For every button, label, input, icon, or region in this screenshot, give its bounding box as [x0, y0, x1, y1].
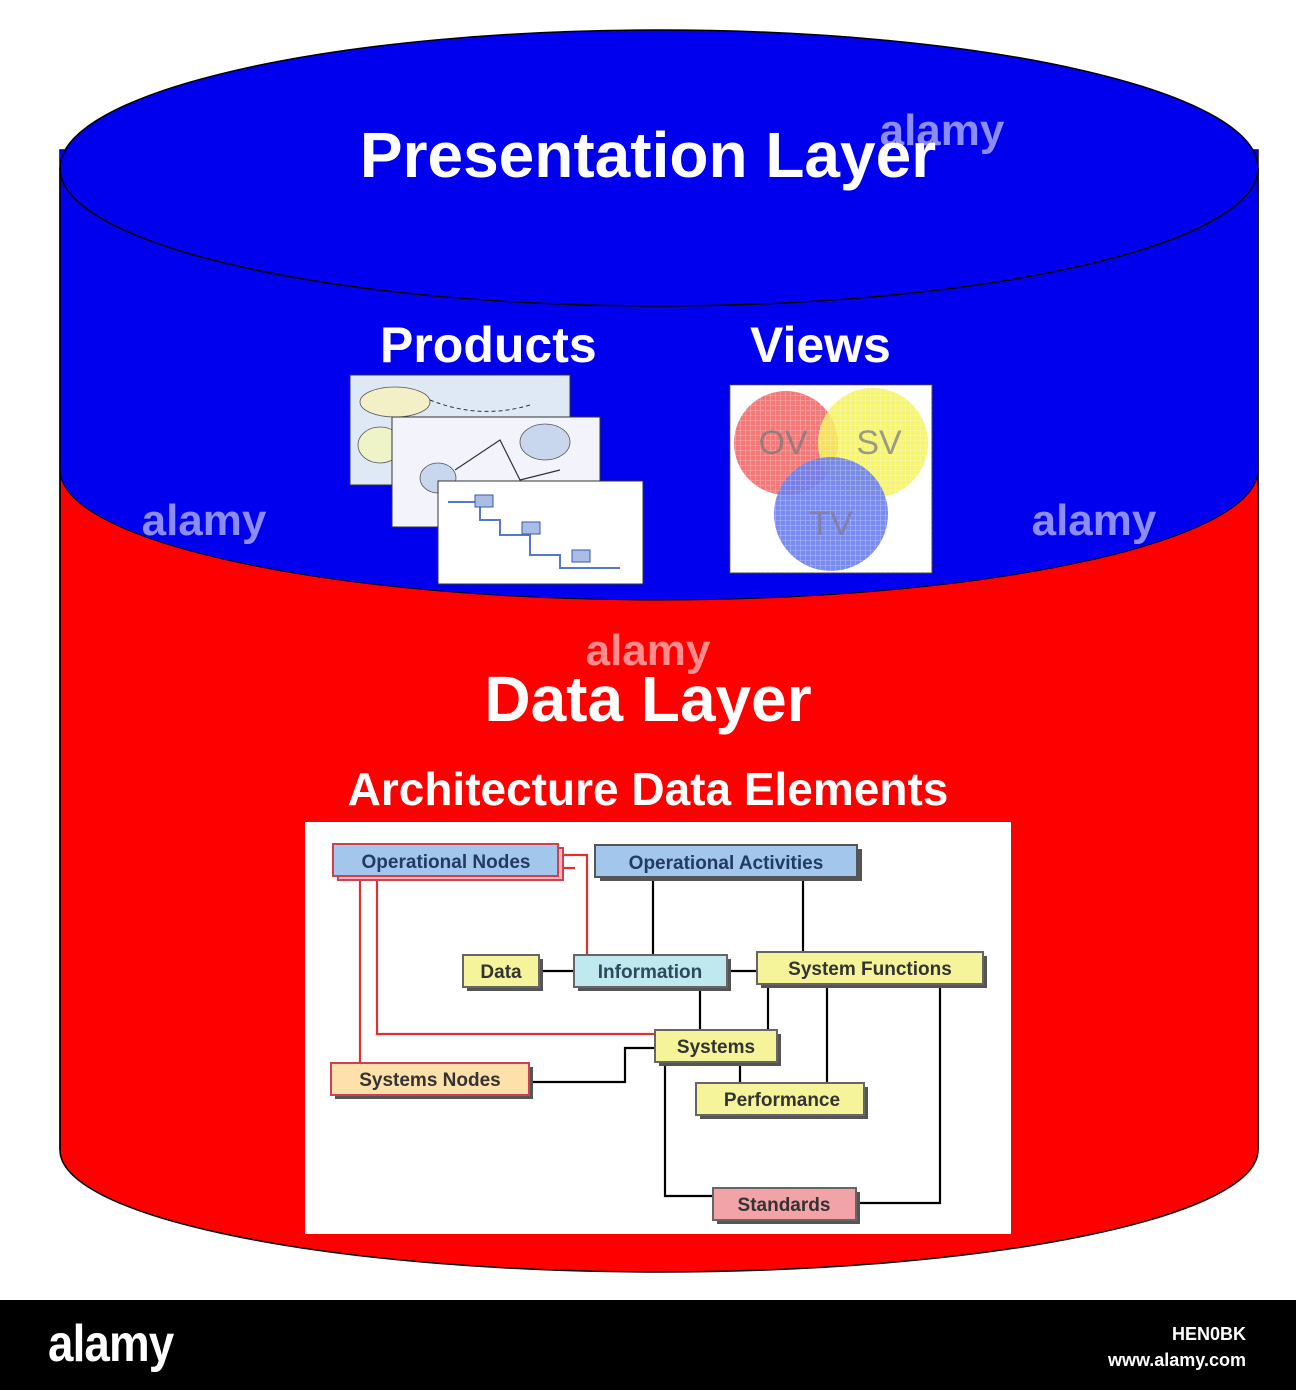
views-venn-diagram: OV SV TV	[729, 384, 933, 574]
label-information: Information	[598, 962, 703, 983]
alamy-logo: alamy	[48, 1315, 174, 1373]
views-label: Views	[750, 317, 891, 373]
watermark: alamy	[586, 626, 711, 675]
label-performance: Performance	[724, 1090, 840, 1111]
label-systems-nodes: Systems Nodes	[359, 1070, 501, 1091]
products-thumbnails	[349, 374, 644, 585]
cylinder-diagram: OV SV TV	[59, 29, 1259, 1273]
label-operational-activities: Operational Activities	[629, 853, 824, 874]
data-layer-title: Data Layer	[484, 663, 812, 735]
node-data	[462, 954, 540, 988]
node-systems-nodes	[330, 1062, 530, 1096]
node-systems	[654, 1029, 778, 1063]
architecture-data-elements-diagram: Operational Nodes Operational Activities…	[305, 822, 1011, 1234]
node-operational-activities	[594, 844, 858, 878]
watermark-group: alamy alamy alamy alamy	[142, 106, 1157, 675]
label-standards: Standards	[738, 1195, 831, 1216]
label-systems: Systems	[677, 1037, 755, 1058]
watermark: alamy	[1032, 496, 1157, 545]
architecture-data-elements-title: Architecture Data Elements	[347, 763, 949, 815]
watermark: alamy	[880, 106, 1005, 155]
node-information	[573, 954, 728, 988]
node-performance	[695, 1082, 865, 1116]
label-operational-nodes: Operational Nodes	[362, 852, 531, 873]
label-data: Data	[480, 962, 522, 983]
presentation-layer-title: Presentation Layer	[359, 119, 937, 191]
venn-tv-label: TV	[809, 505, 853, 543]
label-system-functions: System Functions	[788, 959, 952, 980]
venn-sv-label: SV	[856, 424, 902, 462]
site-url: www.alamy.com	[1107, 1350, 1246, 1370]
watermark: alamy	[142, 496, 267, 545]
watermark-footer: alamy HEN0BK www.alamy.com	[0, 1300, 1296, 1390]
products-label: Products	[380, 317, 597, 373]
node-system-functions	[756, 951, 984, 985]
image-id: HEN0BK	[1171, 1324, 1246, 1344]
cylinder-graphic: OV SV TV	[59, 29, 1259, 1273]
venn-ov-label: OV	[758, 424, 807, 462]
node-standards	[712, 1187, 857, 1221]
